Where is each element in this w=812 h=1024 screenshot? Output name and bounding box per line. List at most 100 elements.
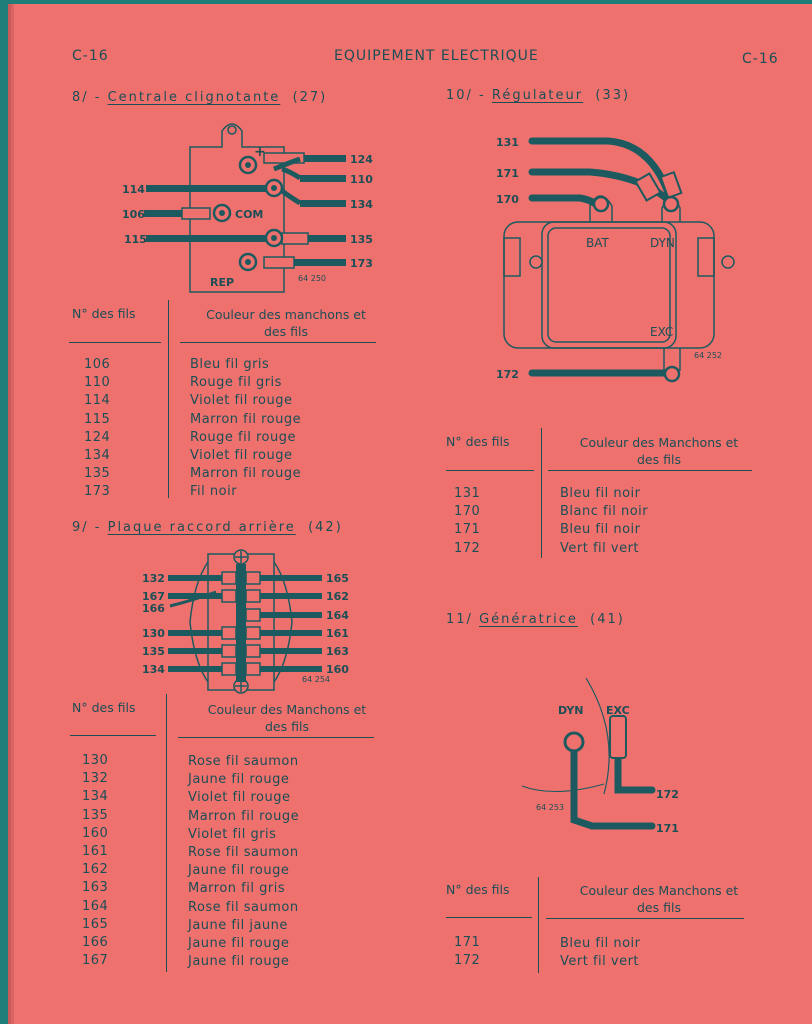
regulator-cover — [541, 221, 677, 349]
diagram-ref-64250: 64 250 — [298, 274, 326, 283]
label-130: 130 — [142, 627, 165, 640]
label-134: 134 — [350, 198, 373, 211]
label-115: 115 — [124, 233, 147, 246]
section-8-number: 8/ - — [72, 90, 108, 105]
wire-color-cell: Jaune fil jaune — [188, 917, 288, 933]
wire-color-cell: Bleu fil gris — [190, 357, 270, 372]
plate-center-bar — [236, 564, 246, 682]
wire-number-cell: 171 — [454, 935, 481, 950]
label-135: 135 — [142, 645, 165, 658]
wire-number-cell: 170 — [454, 504, 481, 520]
wire-number-cell: 173 — [84, 484, 111, 500]
wire-color-cell: Marron fil rouge — [190, 466, 302, 482]
flasher-unit-diagram: + 124 110 114 134 106 COM 115 135 REP 17… — [122, 123, 373, 293]
section-11-ref: (41) — [590, 612, 625, 627]
section-11-title: Génératrice — [479, 612, 578, 627]
label-plus: + — [254, 144, 266, 160]
terminal-dyn — [662, 195, 680, 213]
label-171: 171 — [656, 822, 679, 835]
section-10-number: 10/ - — [446, 88, 492, 103]
regulator-outer-flange — [503, 221, 715, 349]
wire-number-cell: 135 — [82, 807, 109, 823]
sleeve-131 — [659, 170, 683, 200]
wire-color-cell: Jaune fil rouge — [188, 954, 290, 970]
exc-sleeve — [609, 715, 627, 759]
label-162: 162 — [326, 590, 349, 603]
wire-110 — [300, 175, 346, 182]
s9-col1-header: N° des fils — [72, 700, 136, 715]
wire-color-cell: Jaune fil rouge — [188, 772, 290, 788]
section-9-ref: (42) — [308, 520, 343, 535]
wire-number-cell: 115 — [84, 411, 111, 427]
s11-col-divider — [538, 877, 539, 973]
wire-color-cell: Violet fil gris — [188, 826, 277, 842]
wire-color-cell: Marron fil gris — [188, 881, 286, 897]
s10-col2-header: Couleur des Manchons et des fils — [554, 434, 764, 468]
label-171: 171 — [496, 167, 519, 180]
terminal-bat — [592, 195, 610, 213]
label-160: 160 — [326, 663, 349, 676]
wire-number-cell: 172 — [454, 540, 481, 556]
terminal-dyn — [563, 731, 585, 753]
label-exc: EXC — [606, 704, 630, 717]
wire-number-cell: 165 — [82, 916, 109, 932]
wire-color-cell: Rose fil saumon — [188, 899, 299, 915]
wire-color-cell: Blanc fil noir — [560, 504, 649, 520]
manual-page: C-16 EQUIPEMENT ELECTRIQUE C-16 8/ - Cen… — [14, 4, 812, 1024]
s9-col2-header-line1: Couleur des Manchons et — [207, 702, 367, 717]
regulator-right-bolt — [721, 255, 735, 269]
s8-rule-2 — [180, 342, 376, 343]
wire-110-fork — [281, 166, 302, 181]
section-8-heading: 8/ - Centrale clignotante (27) — [72, 90, 327, 105]
wire-color-cell: Bleu fil noir — [560, 486, 641, 501]
wire-173 — [290, 259, 346, 266]
s11-rule-2 — [546, 918, 744, 919]
section-8-ref: (27) — [292, 90, 328, 105]
wire-color-cell: Violet fil rouge — [188, 790, 291, 806]
s9-col-divider — [166, 694, 167, 972]
label-131: 131 — [496, 136, 519, 149]
wire-color-cell: Fil noir — [190, 484, 238, 500]
s9-col2-header: Couleur des Manchons et des fils — [182, 701, 392, 735]
label-106: 106 — [122, 208, 145, 221]
wire-color-cell: Rose fil saumon — [188, 754, 299, 769]
wire-number-cell: 132 — [82, 771, 109, 787]
flasher-body — [189, 123, 285, 293]
label-135: 135 — [350, 233, 373, 246]
wire-number-cell: 167 — [82, 953, 109, 969]
s8-rule-1 — [69, 342, 161, 343]
label-170: 170 — [496, 193, 519, 206]
wire-106 — [144, 210, 184, 217]
sleeve-173 — [263, 256, 295, 269]
wire-color-cell: Bleu fil noir — [560, 936, 641, 951]
section-9-heading: 9/ - Plaque raccord arrière (42) — [72, 520, 343, 535]
s9-col2-header-line2: des fils — [265, 719, 309, 734]
wire-color-cell: Jaune fil rouge — [188, 863, 290, 879]
s8-col2-header-line2: des fils — [264, 324, 308, 339]
wire-color-cell: Rouge fil rouge — [190, 429, 296, 445]
wire-135 — [300, 235, 346, 242]
wire-114 — [146, 185, 266, 192]
label-166: 166 — [142, 602, 165, 615]
wire-number-cell: 134 — [82, 789, 109, 805]
wire-color-cell: Vert fil vert — [560, 954, 640, 970]
label-132: 132 — [142, 572, 165, 585]
s10-col2-header-line1: Couleur des Manchons et — [579, 435, 739, 450]
wire-color-cell: Vert fil vert — [560, 540, 640, 556]
rear-connector-plate-diagram: 132 167 166 130 135 134 165 162 164 161 … — [142, 549, 349, 694]
label-bat: BAT — [586, 236, 610, 250]
wire-124-fork — [273, 156, 301, 172]
wire-number-cell: 161 — [82, 843, 109, 859]
s11-col2-header-line2: des fils — [637, 900, 681, 915]
wire-number-cell: 106 — [84, 357, 111, 372]
generator-diagram: DYN EXC 172 171 64 253 — [521, 677, 679, 835]
wire-171 — [570, 748, 656, 830]
label-110: 110 — [350, 173, 373, 186]
section-11-heading: 11/ Génératrice (41) — [446, 612, 625, 627]
label-164: 164 — [326, 609, 349, 622]
